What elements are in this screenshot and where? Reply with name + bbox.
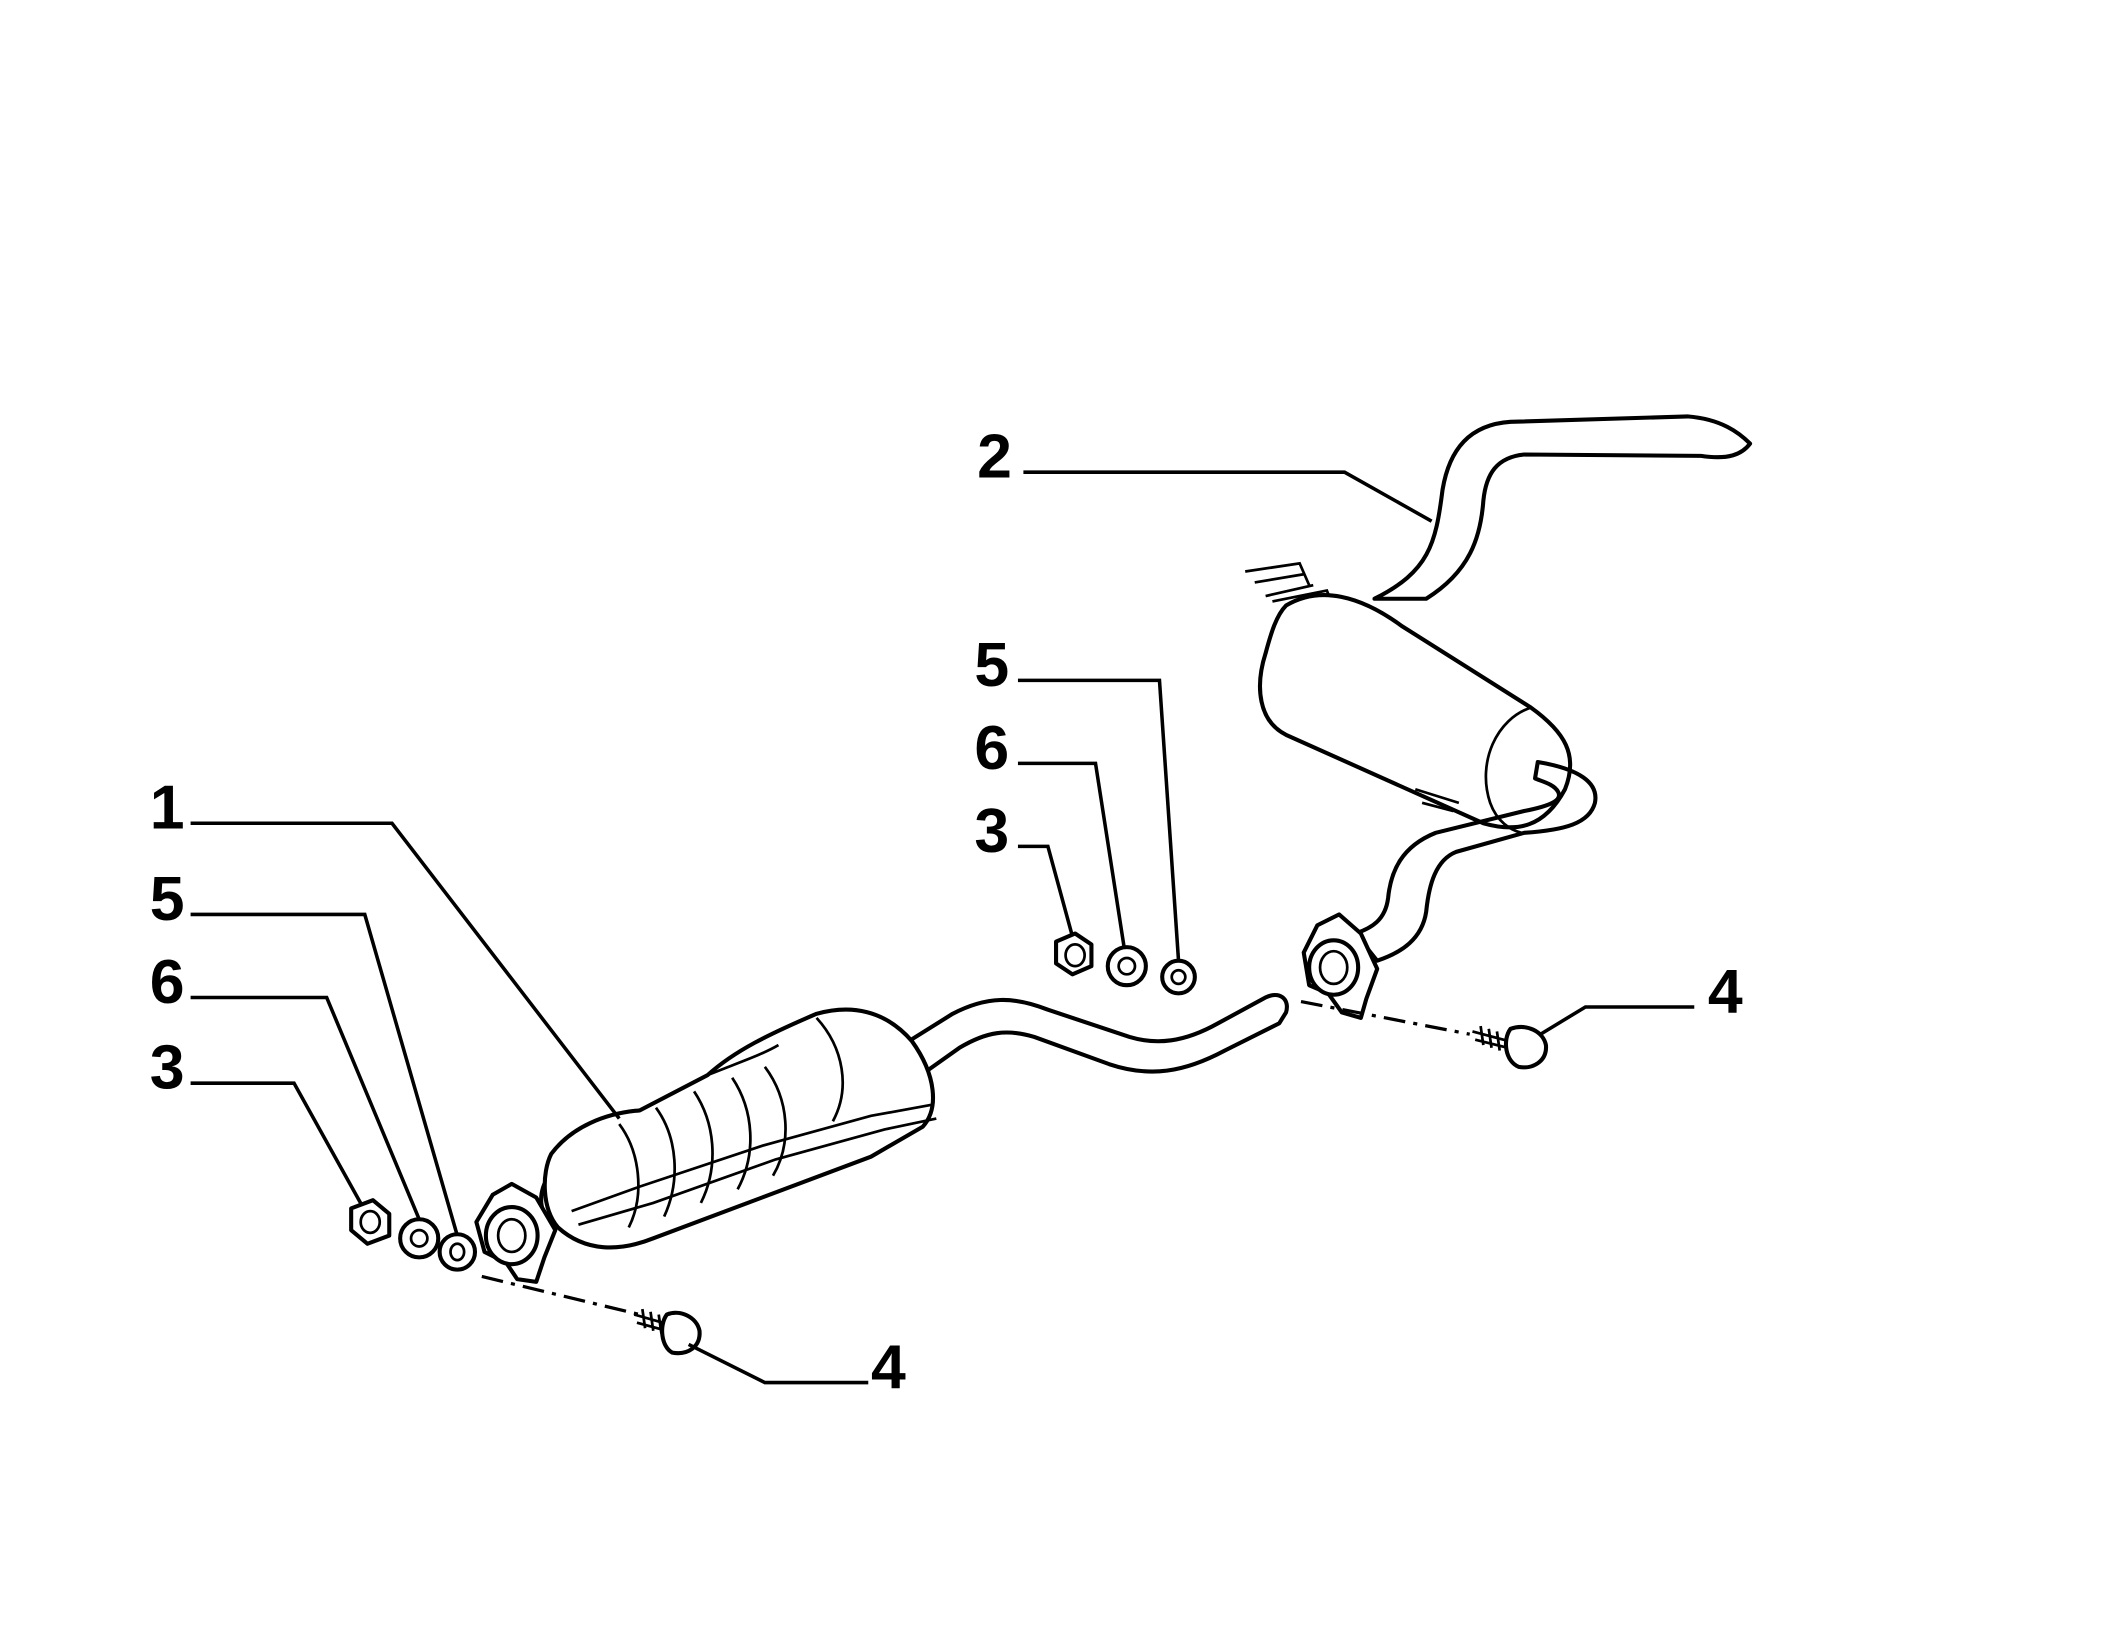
rear-silencer xyxy=(1245,414,1753,1020)
connecting-pipe xyxy=(896,992,1289,1080)
front-flange xyxy=(474,1181,558,1284)
rear-inlet-pipe xyxy=(1353,760,1598,963)
callout-2: 2 xyxy=(977,422,1012,492)
callout-4-mid: 4 xyxy=(1708,956,1743,1026)
rear-silencer-body xyxy=(1258,593,1573,830)
callout-5-mid: 5 xyxy=(974,630,1009,700)
nut-front xyxy=(349,1198,392,1246)
callout-5-front: 5 xyxy=(150,864,185,934)
mid-fasteners xyxy=(1054,931,1548,1070)
washer-5-mid xyxy=(1160,958,1197,996)
leader-lines xyxy=(190,470,1695,1385)
bolt-mid xyxy=(1472,1025,1548,1070)
callout-6-mid: 6 xyxy=(974,713,1009,783)
callout-6-front: 6 xyxy=(150,947,185,1017)
front-silencer-ribs xyxy=(618,1016,845,1229)
callout-3-front: 3 xyxy=(150,1033,185,1103)
rear-flange xyxy=(1301,912,1380,1020)
washer-5-front xyxy=(437,1232,478,1272)
tail-pipe xyxy=(1372,414,1753,601)
washer-6-front xyxy=(398,1217,441,1260)
washer-6-mid xyxy=(1105,945,1148,988)
callout-labels: 1 5 6 3 4 2 5 6 3 4 xyxy=(150,422,1743,1402)
callout-4-front: 4 xyxy=(871,1332,906,1402)
rear-silencer-end-cap xyxy=(1484,706,1532,835)
front-fasteners xyxy=(349,1198,702,1356)
callout-3-mid: 3 xyxy=(974,796,1009,866)
callout-1: 1 xyxy=(150,773,185,843)
front-silencer xyxy=(474,992,1289,1284)
bolt-front xyxy=(633,1308,702,1356)
front-silencer-body xyxy=(542,1007,935,1250)
nut-mid xyxy=(1054,931,1094,977)
hanger-hooks xyxy=(1245,561,1335,608)
